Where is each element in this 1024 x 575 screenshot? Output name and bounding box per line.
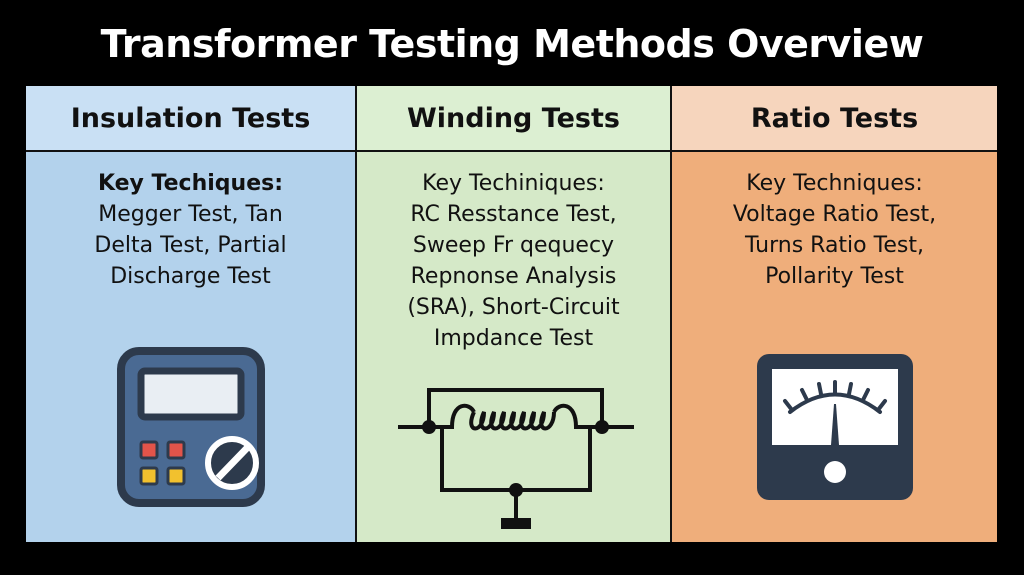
technique-line: (SRA), Short-Circuit bbox=[407, 295, 620, 320]
analog-gauge-meter-icon bbox=[756, 354, 913, 500]
diagram-title: Transformer Testing Methods Overview bbox=[100, 22, 924, 66]
key-techniques-label: Key Techniques: bbox=[746, 171, 923, 196]
technique-line: Repnonse Analysis bbox=[410, 264, 617, 289]
technique-line: Megger Test, Tan bbox=[98, 202, 283, 227]
panel-heading: Winding Tests bbox=[357, 86, 670, 152]
technique-line: Pollarity Test bbox=[765, 264, 904, 289]
inductor-circuit-icon bbox=[397, 388, 634, 529]
technique-line: RC Resstance Test, bbox=[410, 202, 617, 227]
technique-line: Impdance Test bbox=[433, 326, 594, 351]
panel-body: Key Techiniques: RC Resstance Test, Swee… bbox=[357, 152, 670, 354]
technique-line: Voltage Ratio Test, bbox=[732, 202, 937, 227]
methods-board: Insulation Tests Key Techiques: Megger T… bbox=[26, 86, 997, 542]
insulation-tester-meter-icon bbox=[116, 347, 265, 507]
key-techniques-label: Key Techiques: bbox=[97, 171, 284, 196]
panel-body: Key Techiques: Megger Test, Tan Delta Te… bbox=[26, 152, 355, 292]
technique-line: Sweep Fr qequecy bbox=[412, 233, 615, 258]
panel-body: Key Techniques: Voltage Ratio Test, Turn… bbox=[672, 152, 997, 292]
panel-heading: Insulation Tests bbox=[26, 86, 355, 152]
technique-line: Discharge Test bbox=[110, 264, 271, 289]
technique-line: Delta Test, Partial bbox=[94, 233, 287, 258]
panel-insulation-tests: Insulation Tests Key Techiques: Megger T… bbox=[26, 86, 355, 542]
panel-ratio-tests: Ratio Tests Key Techniques: Voltage Rati… bbox=[670, 86, 997, 542]
key-techniques-label: Key Techiniques: bbox=[422, 171, 605, 196]
technique-line: Turns Ratio Test, bbox=[745, 233, 924, 258]
panel-heading: Ratio Tests bbox=[672, 86, 997, 152]
panel-winding-tests: Winding Tests Key Techiniques: RC Ressta… bbox=[355, 86, 670, 542]
